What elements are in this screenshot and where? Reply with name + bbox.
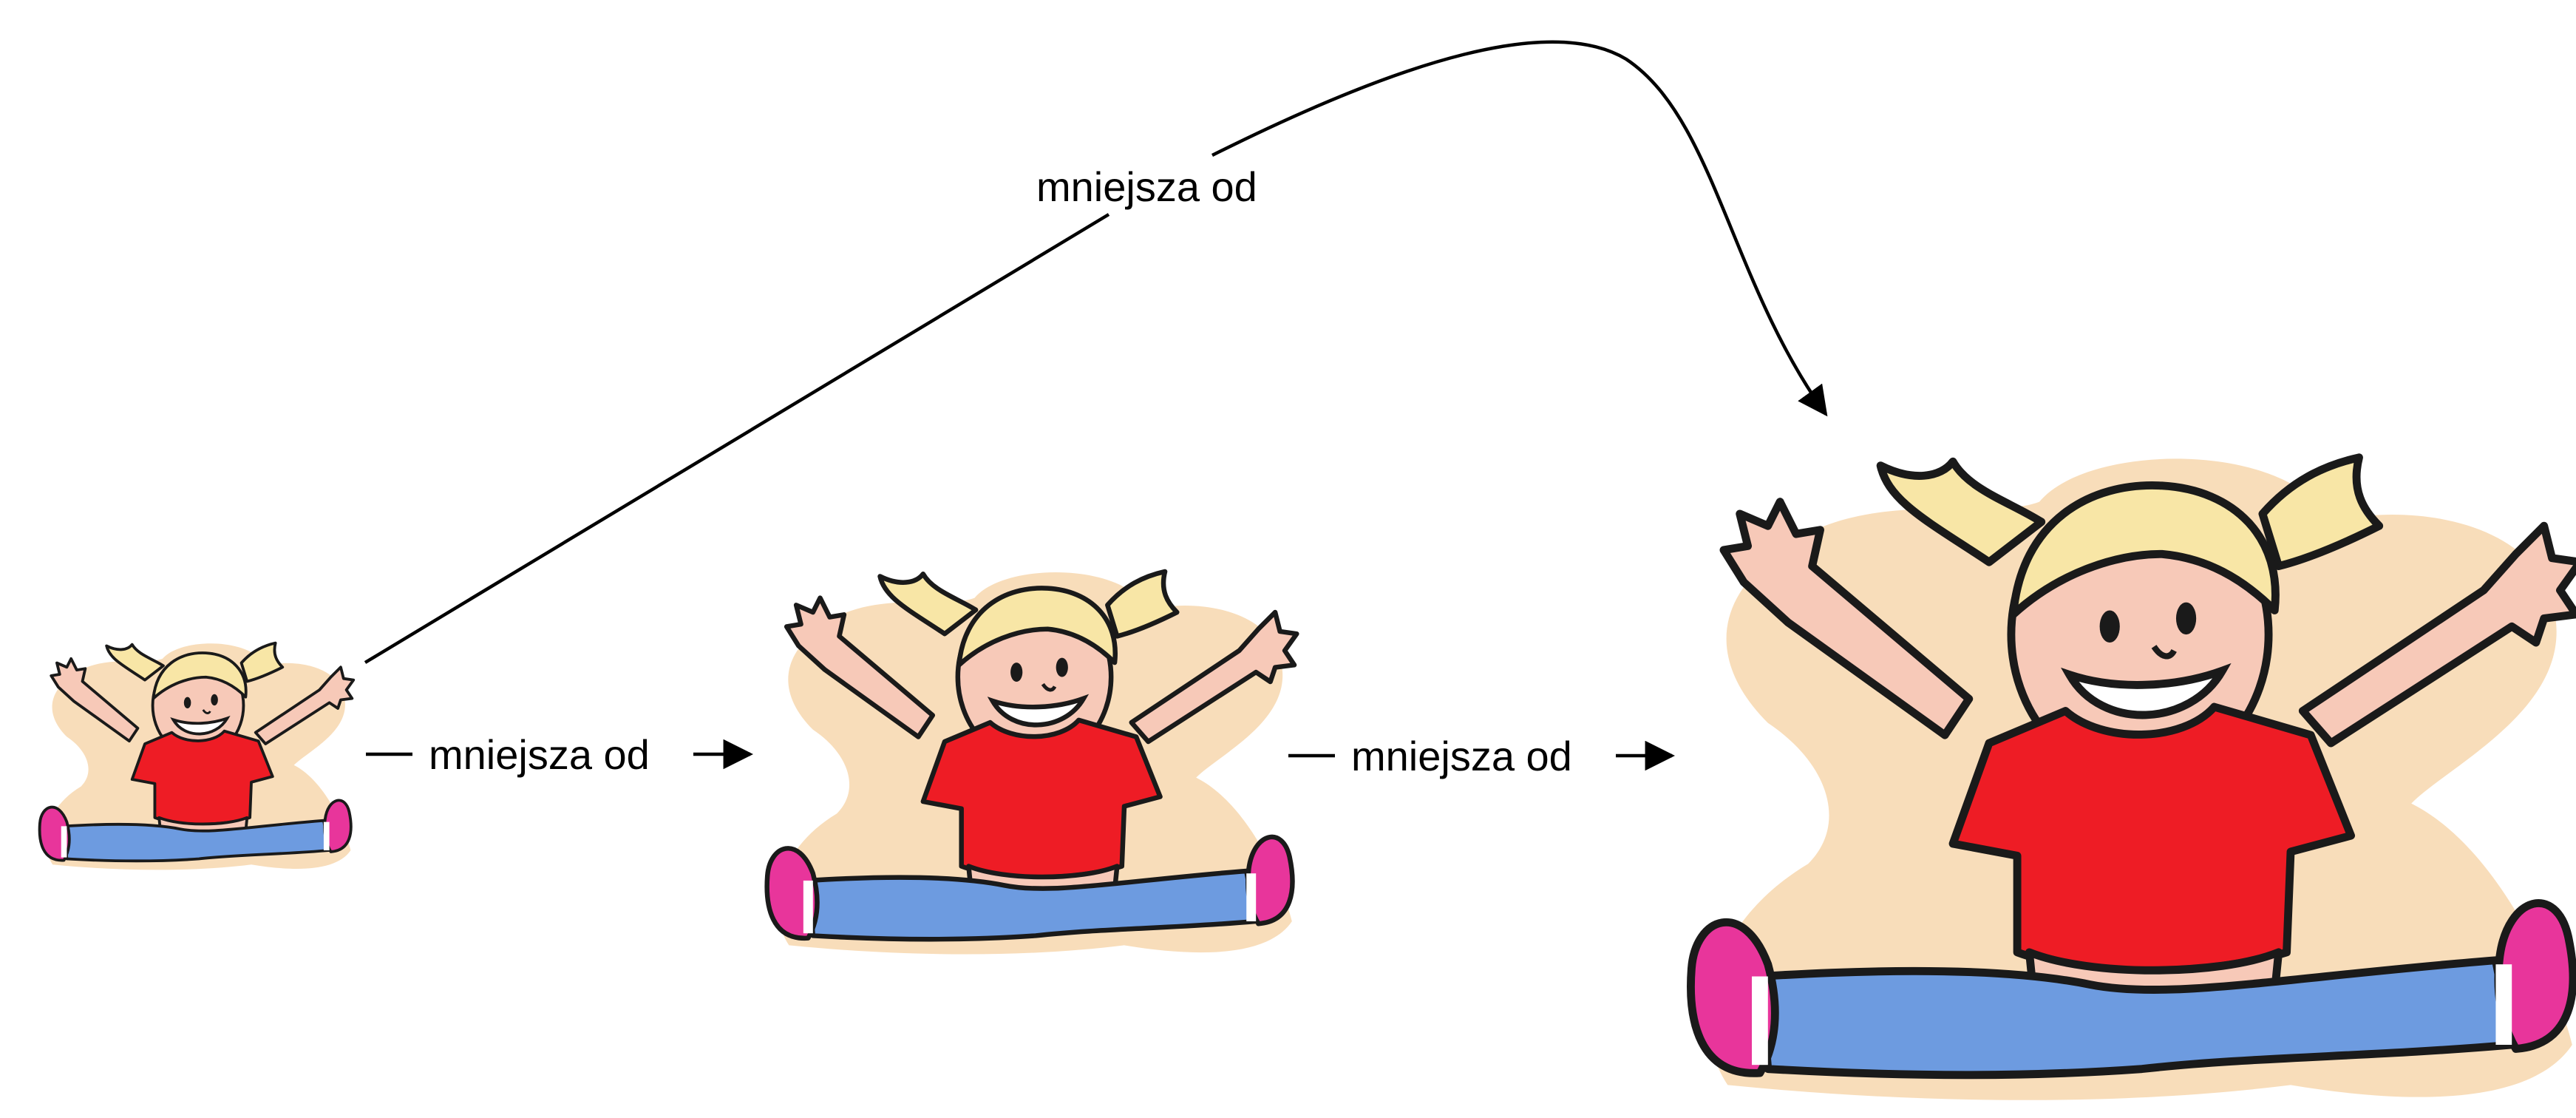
relation-small-to-medium: mniejsza od [366, 731, 754, 778]
relation-medium-to-large: mniejsza od [1288, 733, 1676, 779]
relation-label: mniejsza od [1351, 733, 1572, 779]
jumping-girl-icon [38, 641, 356, 872]
curved-arrow-line [364, 213, 1110, 664]
jumping-girl-icon [1690, 458, 2576, 1100]
jumping-girl-icon [767, 572, 1297, 955]
relation-label: mniejsza od [1036, 163, 1257, 210]
girl-medium-figure [767, 572, 1297, 955]
relation-small-to-large: mniejsza od [364, 40, 1828, 664]
relation-label: mniejsza od [429, 731, 650, 778]
curved-arrow-line [1211, 40, 1828, 417]
girl-large-figure [1690, 458, 2576, 1100]
girl-small-figure [38, 641, 356, 872]
